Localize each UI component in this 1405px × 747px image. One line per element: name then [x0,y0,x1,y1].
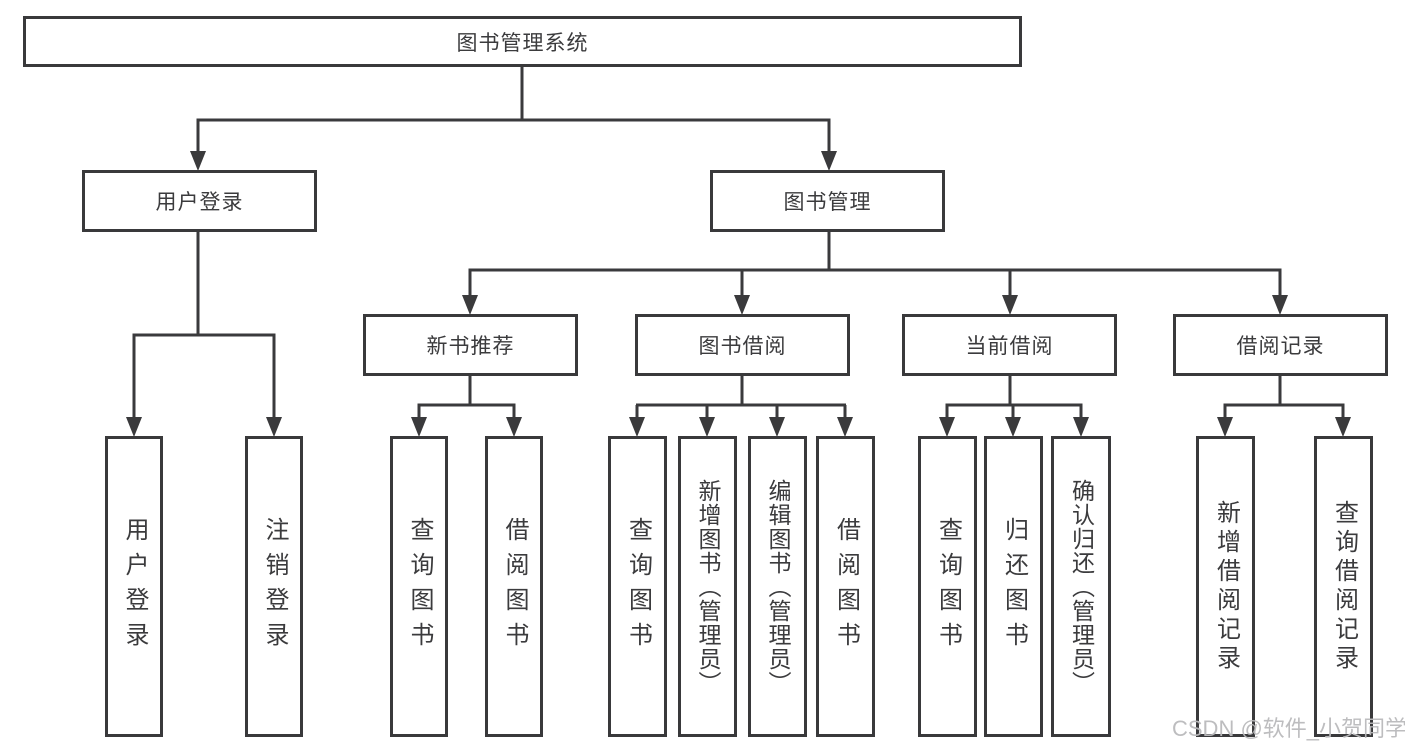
leaf-borrow-books-recommend: 借阅图书 [485,436,543,737]
branch-borrow-records-leaves [1217,376,1351,437]
leaf-label: 新增图书（管理员） [695,478,721,695]
leaf-query-books-current: 查询图书 [918,436,977,737]
branch-new-book-leaves [411,376,522,437]
leaf-label: 确认归还（管理员） [1068,478,1095,695]
node-label: 新书推荐 [426,335,515,358]
leaf-query-borrow-record: 查询借阅记录 [1314,436,1373,737]
leaf-confirm-return-admin: 确认归还（管理员） [1051,436,1111,737]
leaf-label: 归还图书 [1000,516,1028,657]
node-root-system: 图书管理系统 [23,16,1022,67]
leaf-label: 查询图书 [624,516,652,657]
node-borrow-records: 借阅记录 [1173,314,1388,376]
leaf-label: 借阅图书 [832,516,860,657]
node-label: 借阅记录 [1236,335,1325,358]
leaf-add-borrow-record: 新增借阅记录 [1196,436,1255,737]
node-user-login: 用户登录 [82,170,317,232]
leaf-borrow-books: 借阅图书 [816,436,875,737]
leaf-label: 注销登录 [261,516,288,657]
node-label: 图书管理 [783,191,872,214]
leaf-edit-books-admin: 编辑图书（管理员） [748,436,807,737]
leaf-add-books-admin: 新增图书（管理员） [678,436,737,737]
leaf-label: 用户登录 [121,516,148,657]
leaf-label: 查询图书 [406,516,433,657]
leaf-label: 编辑图书（管理员） [765,478,791,695]
csdn-watermark: CSDN @软件_小贺同学 [1172,716,1405,741]
leaf-label: 借阅图书 [501,516,528,657]
leaf-query-books-borrow: 查询图书 [608,436,667,737]
branch-management-to-level3 [462,232,1288,315]
leaf-return-books: 归还图书 [984,436,1043,737]
branch-current-borrow-leaves [939,376,1089,437]
leaf-label: 查询图书 [934,516,962,657]
branch-book-borrow-leaves [629,376,853,437]
leaf-label: 查询借阅记录 [1330,499,1358,674]
node-new-book-recommend: 新书推荐 [363,314,578,376]
leaf-query-books-recommend: 查询图书 [390,436,448,737]
leaf-label: 新增借阅记录 [1212,499,1240,674]
node-label: 图书管理系统 [456,31,589,55]
node-book-borrow: 图书借阅 [635,314,850,376]
node-current-borrow: 当前借阅 [902,314,1117,376]
leaf-user-login: 用户登录 [105,436,163,737]
node-label: 当前借阅 [965,335,1054,358]
branch-root-to-level2 [190,65,837,171]
leaf-logout: 注销登录 [245,436,303,737]
branch-user-login-leaves [126,232,282,437]
node-label: 用户登录 [155,191,244,214]
node-label: 图书借阅 [698,335,787,358]
node-book-management: 图书管理 [710,170,945,232]
